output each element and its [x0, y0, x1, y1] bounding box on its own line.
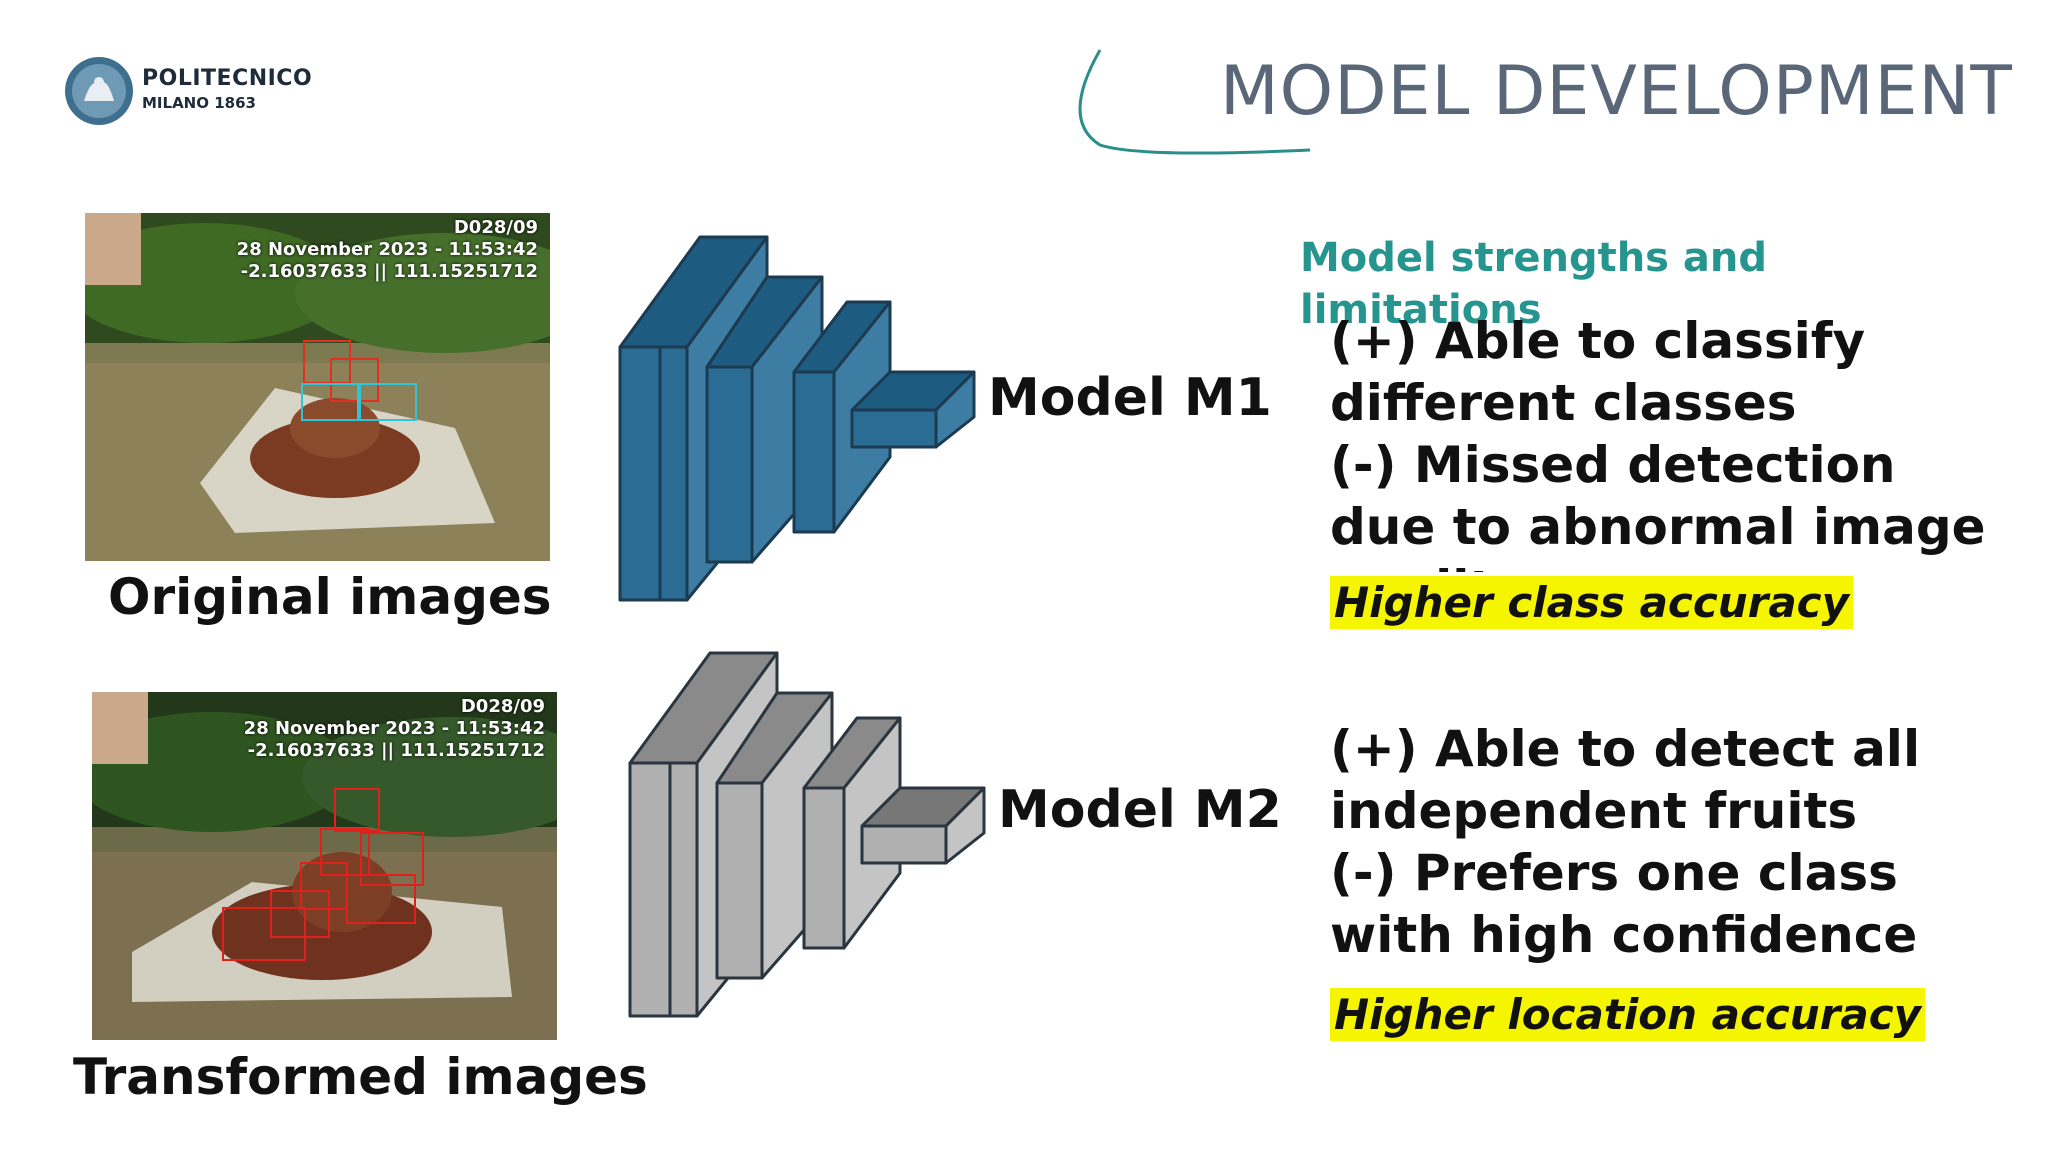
detection-box — [334, 788, 380, 832]
caption-original-images: Original images — [108, 568, 552, 626]
inset-portrait — [85, 213, 141, 285]
original-image-photo: D028/09 28 November 2023 - 11:53:42 -2.1… — [85, 213, 550, 561]
photo-id: D028/09 — [453, 217, 538, 238]
model-m1-label: Model M1 — [988, 368, 1272, 428]
detection-box — [270, 890, 330, 938]
caption-transformed-images: Transformed images — [73, 1048, 648, 1106]
m2-strength-line: with high confidence — [1330, 906, 1918, 964]
logo-name: POLITECNICO — [142, 66, 313, 91]
cnn-model-m2-diagram — [628, 651, 986, 1018]
m2-strengths-list: (+) Able to detect all independent fruit… — [1330, 718, 2010, 966]
transformed-image-photo: D028/09 28 November 2023 - 11:53:42 -2.1… — [92, 692, 557, 1040]
m1-highlight: Higher class accuracy — [1330, 576, 1853, 629]
page-title: MODEL DEVELOPMENT — [1220, 52, 2013, 131]
m2-highlight: Higher location accuracy — [1330, 988, 1926, 1041]
detection-box — [222, 907, 306, 961]
detection-box — [360, 832, 424, 886]
m2-strength-line: (+) Able to detect all — [1330, 720, 1921, 778]
m1-strength-line: due to abnormal image — [1330, 498, 1986, 556]
cnn-model-m1-diagram — [618, 235, 976, 602]
m2-strength-line: (-) Prefers one class — [1330, 844, 1898, 902]
detection-box — [330, 358, 379, 402]
inset-portrait — [92, 692, 148, 764]
detection-box — [357, 383, 417, 421]
m1-strength-line: (+) Able to classify — [1330, 312, 1866, 370]
logo-subtitle: MILANO 1863 — [142, 94, 256, 112]
detection-box — [320, 828, 370, 876]
model-m2-label: Model M2 — [998, 780, 1282, 840]
m1-strength-line: quality — [1330, 558, 2010, 572]
photo-coords: -2.16037633 || 111.15251712 — [240, 261, 538, 282]
detection-box — [301, 383, 361, 421]
m1-strength-line: different classes — [1330, 374, 1797, 432]
photo-datetime: 28 November 2023 - 11:53:42 — [236, 239, 538, 260]
m2-strength-line: independent fruits — [1330, 782, 1858, 840]
strengths-heading: Model strengths and limitations — [1300, 235, 1768, 333]
photo-id: D028/09 — [460, 696, 545, 717]
photo-coords: -2.16037633 || 111.15251712 — [247, 740, 545, 761]
photo-datetime: 28 November 2023 - 11:53:42 — [243, 718, 545, 739]
politecnico-seal-logo — [65, 57, 133, 125]
title-swoosh-decoration — [1078, 49, 1311, 155]
m1-strengths-list: (+) Able to classify different classes (… — [1330, 310, 2010, 572]
m1-strength-line: (-) Missed detection — [1330, 436, 1896, 494]
detection-box — [346, 874, 416, 924]
